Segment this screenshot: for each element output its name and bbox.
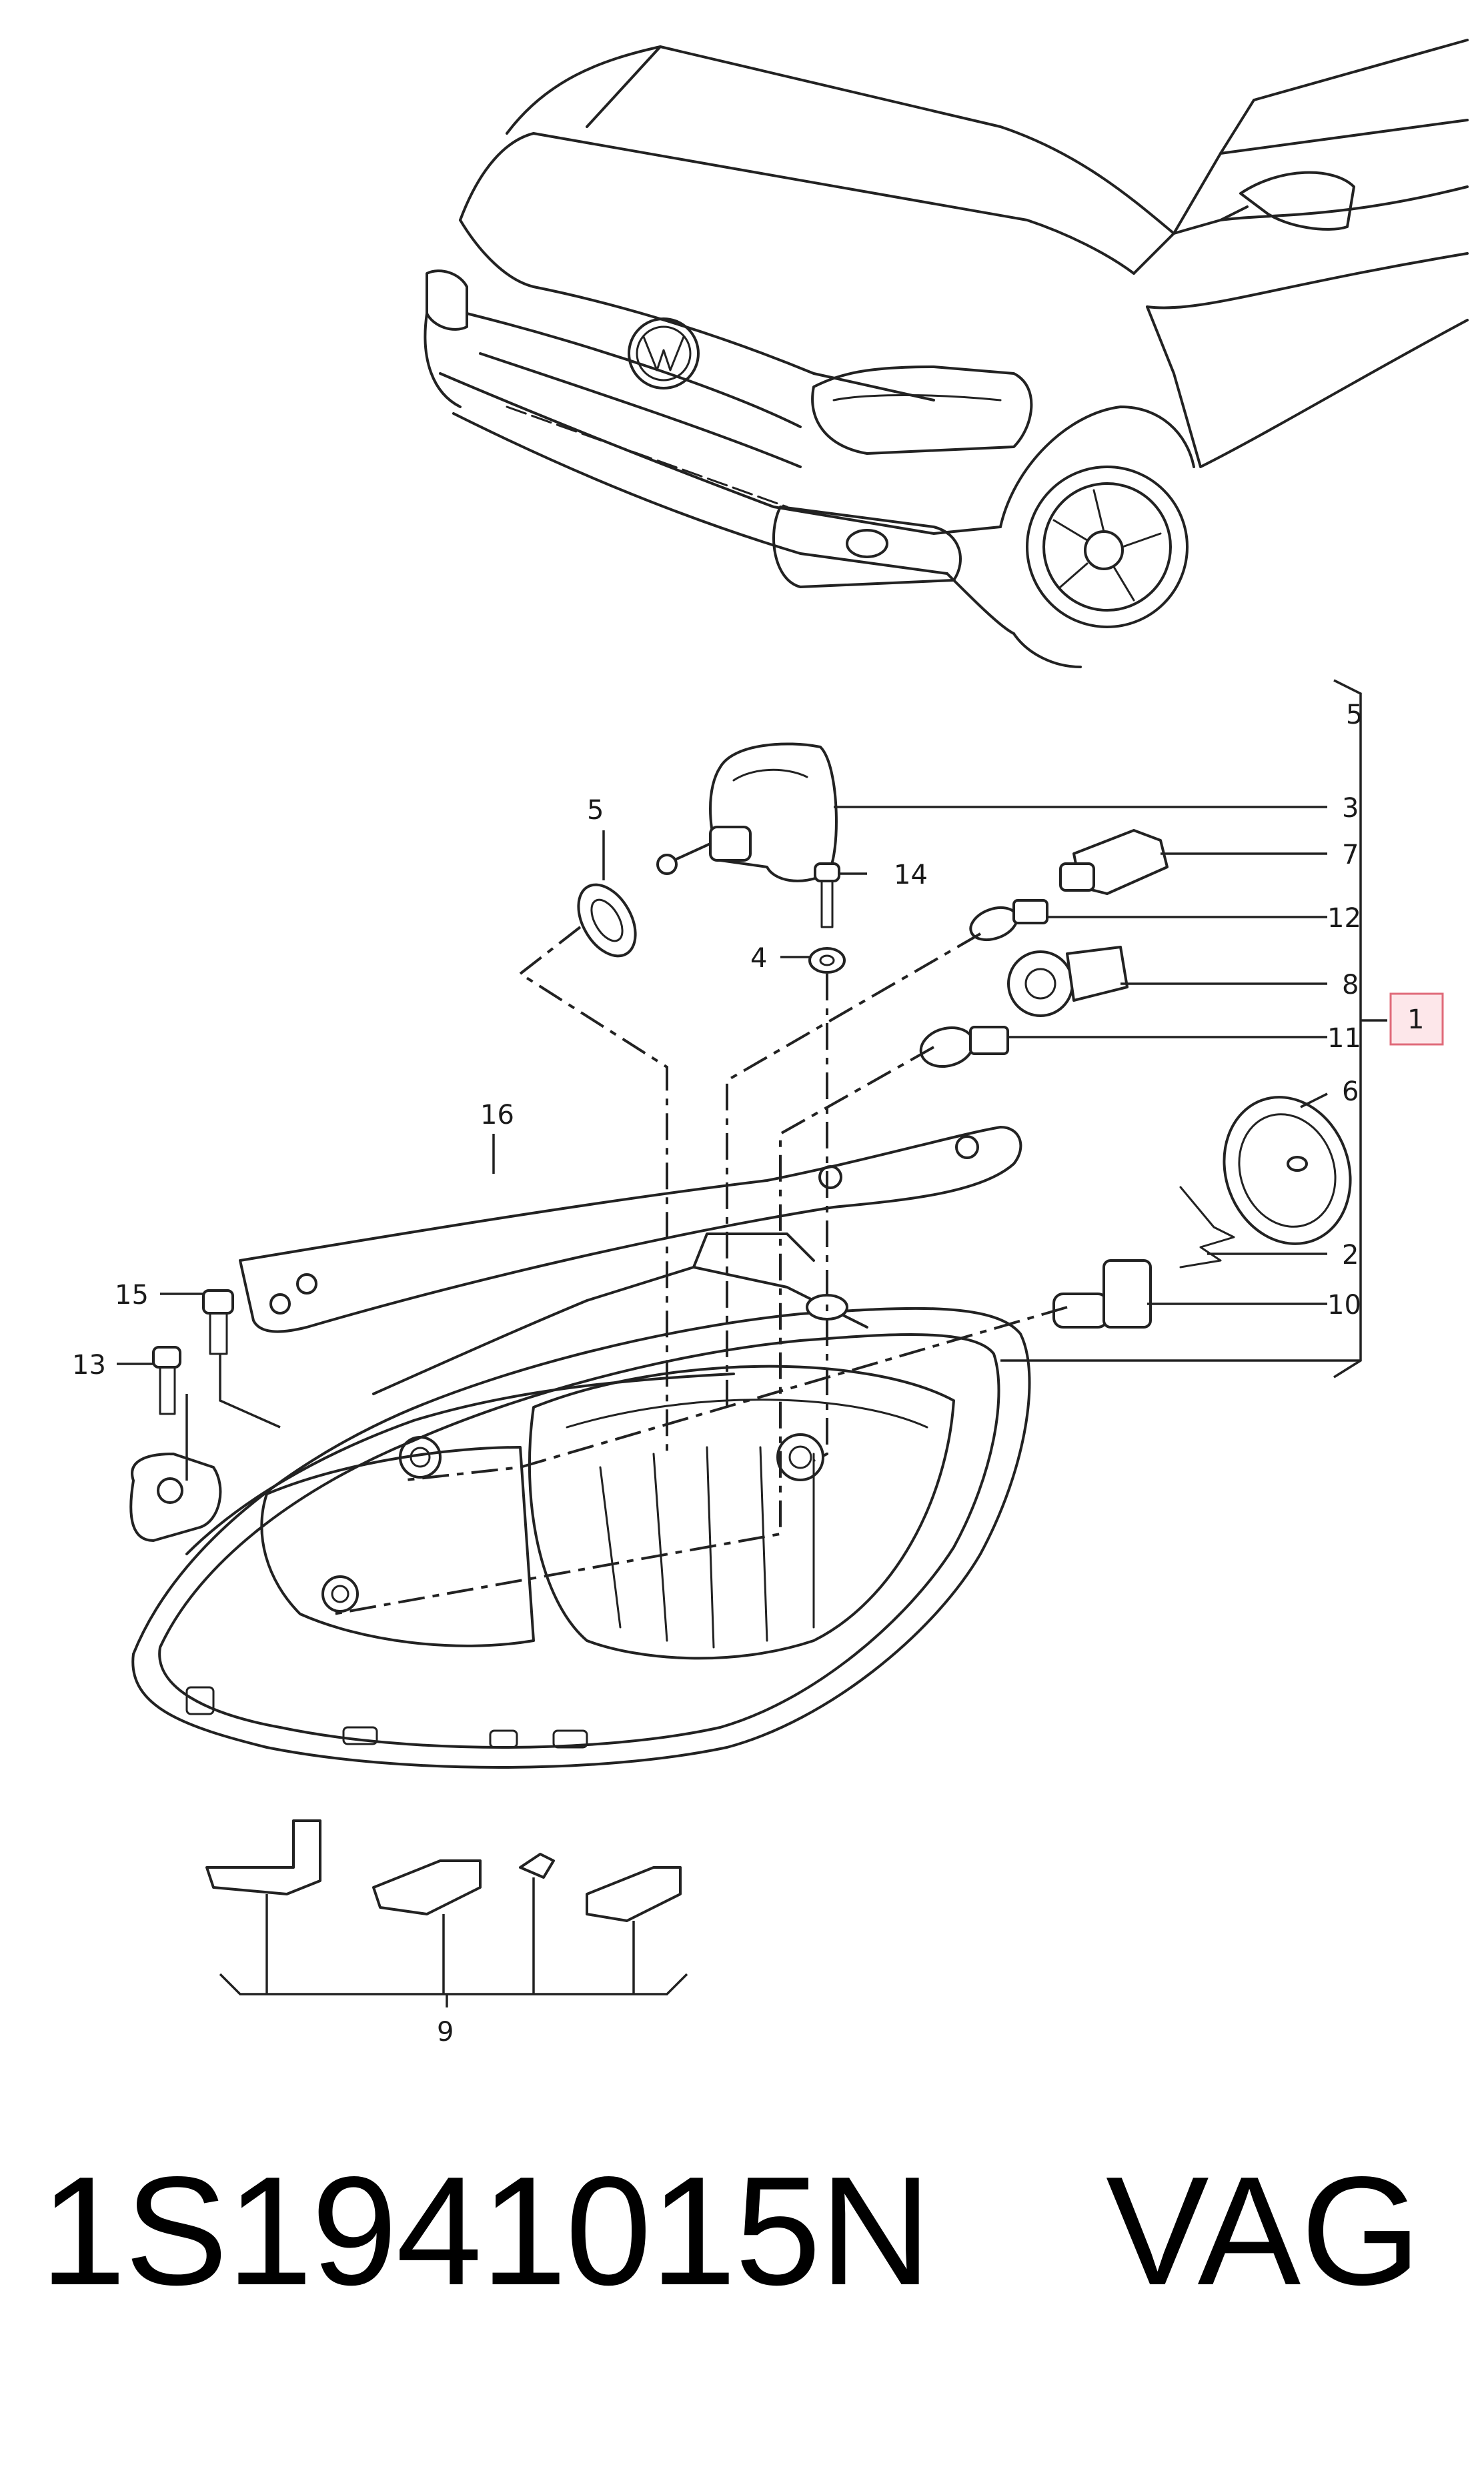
part-3-bulb: [656, 742, 838, 882]
label-13: 13: [72, 1350, 106, 1381]
part-number: 1S1941015N: [40, 2145, 932, 2318]
part-6-cover: [1223, 1096, 1352, 1245]
part-12-bulb: [969, 899, 1048, 942]
bracket-part-16: [239, 1126, 1022, 1333]
assembly-lines: [333, 926, 1068, 1615]
label-2: 2: [1342, 1240, 1359, 1271]
leader-lines: [117, 679, 1387, 2007]
label-7: 7: [1342, 840, 1359, 870]
car-front-illustration: [424, 39, 1469, 668]
part-2-clip: [1179, 1186, 1235, 1269]
part-4-nut: [808, 947, 846, 974]
label-14: 14: [894, 860, 928, 890]
part-10-bulb: [1052, 1259, 1152, 1329]
part-14-screw: [814, 862, 840, 928]
brand-name: VAG: [1106, 2145, 1421, 2318]
label-4: 4: [750, 943, 767, 974]
label-1: 1: [1407, 1004, 1424, 1035]
label-15: 15: [115, 1280, 149, 1311]
label-8: 8: [1342, 970, 1359, 1000]
label-12: 12: [1327, 903, 1361, 934]
part-7-socket: [1059, 829, 1169, 895]
label-9: 9: [437, 2017, 454, 2047]
part-8-socket: [1007, 946, 1129, 1017]
label-11: 11: [1327, 1023, 1361, 1054]
callout-labels: 5 3 7 12 8 11 6 2 10 1 5 14 4 16 15 13 9: [72, 700, 1444, 2047]
label-16: 16: [480, 1100, 514, 1130]
label-10: 10: [1327, 1290, 1361, 1321]
part-13-screw: [152, 1346, 181, 1415]
label-5-top: 5: [1346, 700, 1363, 730]
part-11-bulb: [919, 1026, 1009, 1068]
part-9-bracket-set: [205, 1819, 682, 1922]
label-6: 6: [1342, 1076, 1359, 1107]
label-5-left: 5: [587, 795, 604, 826]
part-5-gasket: [577, 883, 637, 958]
label-1-highlight: [1389, 992, 1444, 1046]
label-3: 3: [1342, 793, 1359, 824]
part-15-screw: [202, 1289, 234, 1355]
